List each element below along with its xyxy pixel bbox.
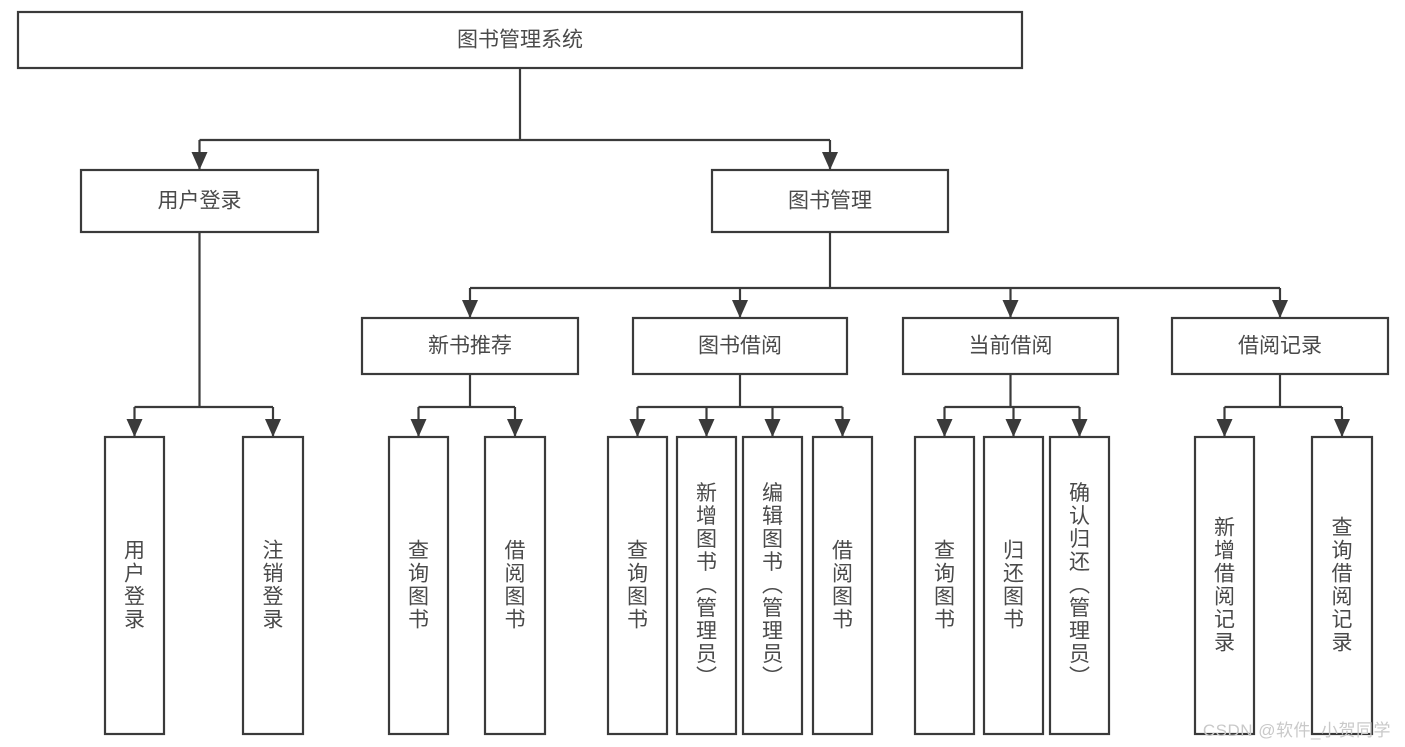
node-book-borrow-box [631,316,849,376]
arrow-head-icon [1071,419,1088,437]
arrow-head-icon [764,419,781,437]
node-leaf-query-record-box [1310,435,1374,736]
node-leaf-confirm-return-box [1048,435,1111,736]
node-root-box [16,10,1024,70]
node-current-borrow-label: 当前借阅 [969,335,1053,358]
node-leaf-edit-book-box [741,435,804,736]
arrow-head-icon [126,419,143,437]
node-leaf-user-login[interactable]: 用户登录 [103,435,166,736]
node-leaf-query-book-borrow-box [606,435,669,736]
node-leaf-edit-book-label: 编辑图书︵管理员︶ [762,482,783,689]
node-new-book-rec[interactable]: 新书推荐 [360,316,580,376]
node-leaf-return-book-label: 归还图书 [1003,540,1024,632]
node-new-book-rec-box [360,316,580,376]
edges-layer [126,68,1350,437]
node-leaf-logout-label: 注销登录 [263,540,284,632]
arrow-head-icon [410,419,427,437]
node-current-borrow[interactable]: 当前借阅 [901,316,1120,376]
node-leaf-confirm-return[interactable]: 确认归还︵管理员︶ [1048,435,1111,736]
node-leaf-query-book-current-box [913,435,976,736]
node-leaf-query-book-borrow-label: 查询图书 [627,540,648,632]
node-user-login-label: 用户登录 [158,190,242,213]
node-borrow-record-label: 借阅记录 [1238,335,1322,358]
node-current-borrow-box [901,316,1120,376]
node-leaf-user-login-label: 用户登录 [124,540,145,632]
node-leaf-borrow-book-box [811,435,874,736]
node-leaf-add-book-box [675,435,738,736]
node-leaf-add-book-label: 新增图书︵管理员︶ [696,482,717,689]
arrow-head-icon [1216,419,1233,437]
node-leaf-borrow-book-label: 借阅图书 [832,540,853,632]
node-leaf-add-record-box [1193,435,1256,736]
node-leaf-query-book-rec[interactable]: 查询图书 [387,435,450,736]
node-leaf-query-record[interactable]: 查询借阅记录 [1310,435,1374,736]
node-leaf-borrow-book-rec[interactable]: 借阅图书 [483,435,547,736]
node-borrow-record[interactable]: 借阅记录 [1170,316,1390,376]
arrow-head-icon [1334,419,1350,437]
node-leaf-user-login-box [103,435,166,736]
arrow-head-icon [1272,300,1288,318]
node-leaf-borrow-book-rec-label: 借阅图书 [505,540,526,632]
node-leaf-borrow-book-rec-box [483,435,547,736]
node-leaf-borrow-book[interactable]: 借阅图书 [811,435,874,736]
node-user-login-box [79,168,320,234]
node-leaf-query-record-label: 查询借阅记录 [1332,517,1353,655]
node-leaf-add-book[interactable]: 新增图书︵管理员︶ [675,435,738,736]
node-leaf-query-book-rec-box [387,435,450,736]
node-book-borrow-label: 图书借阅 [698,335,782,358]
node-leaf-logout[interactable]: 注销登录 [241,435,305,736]
node-leaf-query-book-current-label: 查询图书 [934,540,955,632]
node-leaf-add-record-label: 新增借阅记录 [1214,517,1235,655]
node-root[interactable]: 图书管理系统 [16,10,1024,70]
node-leaf-return-book[interactable]: 归还图书 [982,435,1045,736]
node-leaf-query-book-rec-label: 查询图书 [408,540,429,632]
arrow-head-icon [834,419,851,437]
node-leaf-return-book-box [982,435,1045,736]
node-leaf-add-record[interactable]: 新增借阅记录 [1193,435,1256,736]
node-root-label: 图书管理系统 [457,29,583,52]
node-leaf-query-book-current[interactable]: 查询图书 [913,435,976,736]
arrow-head-icon [732,300,748,318]
arrow-head-icon [629,419,646,437]
arrow-head-icon [936,419,953,437]
arrow-head-icon [1002,300,1019,318]
node-book-manage-label: 图书管理 [788,190,872,213]
arrow-head-icon [507,419,523,437]
node-user-login[interactable]: 用户登录 [79,168,320,234]
arrow-head-icon [462,300,478,318]
node-new-book-rec-label: 新书推荐 [428,335,512,358]
node-book-manage-box [710,168,950,234]
node-leaf-logout-box [241,435,305,736]
node-leaf-confirm-return-label: 确认归还︵管理员︶ [1069,482,1090,689]
arrow-head-icon [698,419,715,437]
node-book-borrow[interactable]: 图书借阅 [631,316,849,376]
nodes-layer: 图书管理系统用户登录图书管理新书推荐图书借阅当前借阅借阅记录用户登录注销登录查询… [16,10,1390,736]
arrow-head-icon [191,152,208,170]
node-leaf-query-book-borrow[interactable]: 查询图书 [606,435,669,736]
arrow-head-icon [822,152,838,170]
arrow-head-icon [265,419,281,437]
arrow-head-icon [1005,419,1022,437]
node-borrow-record-box [1170,316,1390,376]
node-book-manage[interactable]: 图书管理 [710,168,950,234]
node-leaf-edit-book[interactable]: 编辑图书︵管理员︶ [741,435,804,736]
